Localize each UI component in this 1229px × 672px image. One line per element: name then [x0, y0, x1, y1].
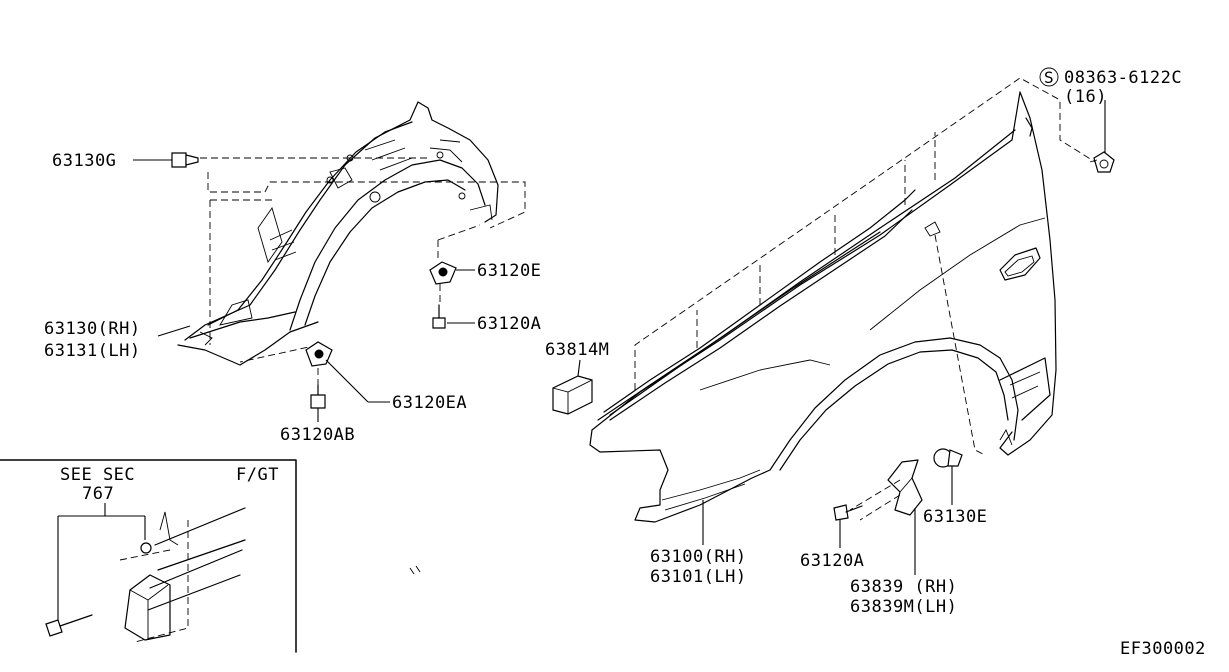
inset-sec-no: 767 — [82, 484, 114, 504]
label-63839m-lh: 63839M(LH) — [850, 597, 957, 617]
diagram-code: EF300002 — [1120, 639, 1206, 659]
bolt-63120a-bottom — [833, 504, 863, 548]
bolt-63120a-top — [432, 304, 475, 329]
label-63130g: 63130G — [52, 151, 116, 171]
label-63101-lh: 63101(LH) — [650, 567, 747, 587]
s-circle-icon: S — [1039, 67, 1059, 87]
label-08363-6122c: 08363-6122C — [1064, 68, 1182, 88]
label-08363-qty: (16) — [1064, 87, 1107, 107]
label-63130-rh: 63130(RH) — [44, 319, 141, 339]
clip-63130g — [133, 152, 199, 168]
stray-mark — [409, 565, 421, 575]
label-63131-lh: 63131(LH) — [44, 341, 141, 361]
bracket-63839 — [887, 459, 923, 575]
label-63120e: 63120E — [477, 261, 541, 281]
leader-63130 — [157, 325, 191, 337]
inset-fgt: SEE SEC 767 F/GT — [0, 459, 297, 653]
nut-63120e — [429, 261, 475, 305]
pad-63814m — [552, 359, 593, 415]
screw-08363-6122c — [1089, 100, 1115, 173]
inset-see-sec: SEE SEC — [60, 465, 135, 485]
label-08363-s: S — [1044, 68, 1054, 87]
label-63120a-bottom: 63120A — [800, 551, 864, 571]
label-63839-rh: 63839 (RH) — [850, 577, 957, 597]
inner-fender-dash-lines — [200, 157, 526, 363]
label-63120a-top: 63120A — [477, 314, 541, 334]
front-fender-63100 — [589, 91, 1057, 523]
nut-63120ea — [305, 341, 390, 403]
label-63130e: 63130E — [923, 507, 987, 527]
label-63100-rh: 63100(RH) — [650, 547, 747, 567]
fender-dash-lines — [634, 77, 1101, 521]
label-63120ea: 63120EA — [392, 393, 467, 413]
bolt-63120ab — [310, 384, 326, 422]
label-63814m: 63814M — [545, 340, 609, 360]
inset-tag: F/GT — [236, 465, 279, 485]
clip-63130e — [933, 448, 963, 505]
label-63120ab: 63120AB — [280, 425, 355, 445]
inner-fender-63130 — [177, 101, 499, 366]
